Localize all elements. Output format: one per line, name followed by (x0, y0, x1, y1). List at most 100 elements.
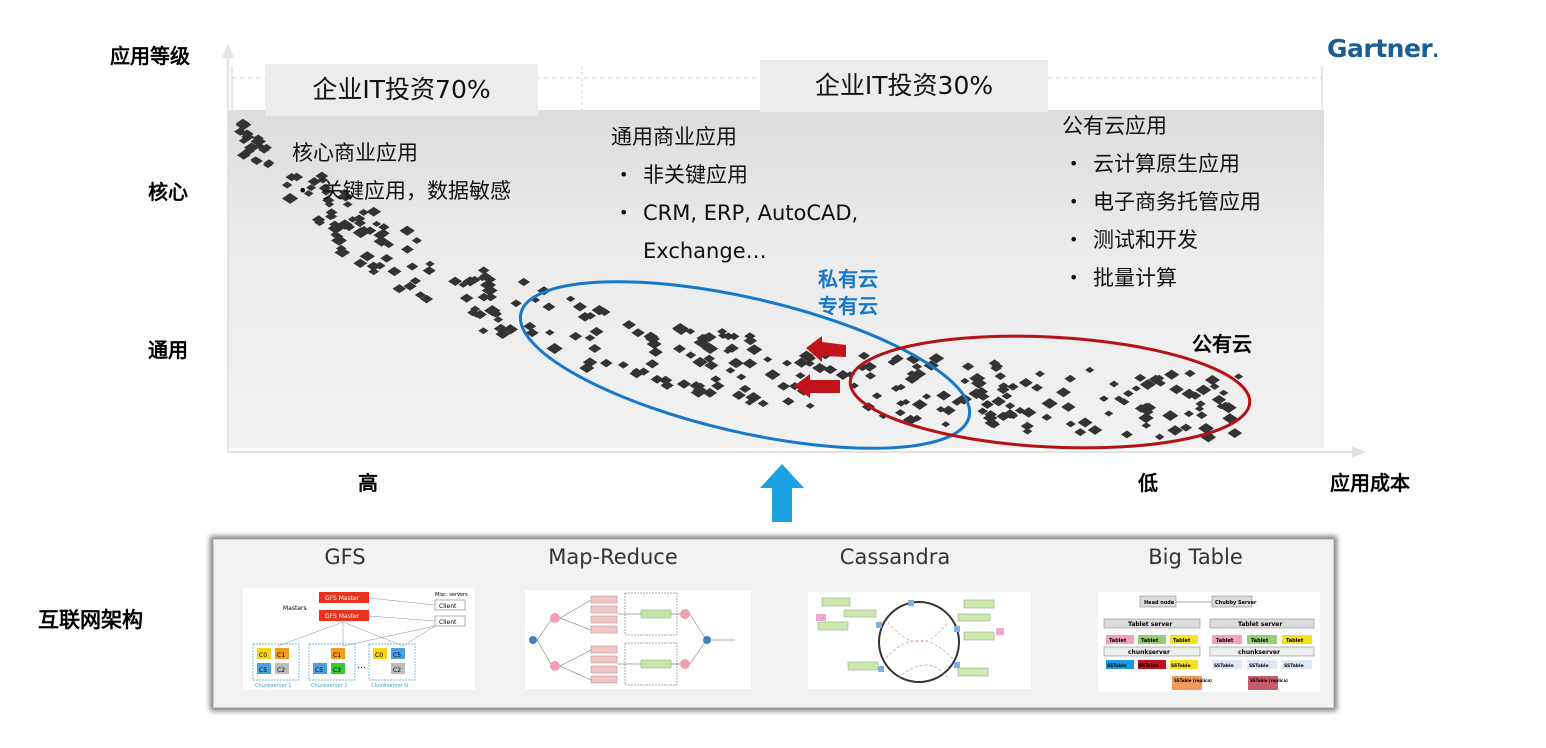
scatter-dot (479, 279, 497, 291)
scatter-dot (676, 379, 692, 389)
scatter-dot (703, 354, 716, 363)
arch-title-bigtable: Big Table (1148, 545, 1243, 569)
scatter-dot (1169, 384, 1184, 395)
scatter-dot (804, 360, 815, 367)
scatter-dot (1020, 421, 1034, 431)
bt-chunkserver-2: chunkserver (1238, 649, 1280, 656)
scatter-dot (730, 359, 744, 368)
scatter-dot (1167, 425, 1183, 436)
scatter-dot (692, 356, 708, 368)
scatter-dot (622, 320, 636, 330)
gfs-c0-a: C0 (259, 652, 267, 659)
scatter-dot (996, 385, 1010, 394)
gfs-client-2: Client (439, 619, 457, 626)
gfs-c5-b: C5 (315, 667, 323, 674)
scatter-dot (1220, 402, 1237, 414)
scatter-dot (262, 161, 273, 169)
scatter-dot (409, 277, 422, 285)
gfs-client-1: Client (439, 603, 457, 610)
scatter-dot (693, 338, 705, 347)
scatter-dot (387, 266, 402, 277)
bt-tablet-3: Tablet (1173, 638, 1191, 644)
public-cloud-label: 公有云 (1192, 332, 1252, 356)
scatter-dot (1074, 428, 1087, 437)
gfs-c5-c: C5 (393, 652, 401, 659)
scatter-dot (477, 266, 490, 275)
scatter-dot (425, 260, 435, 268)
scatter-dot (383, 240, 395, 249)
scatter-dot (483, 275, 497, 284)
scatter-dot (990, 364, 1002, 372)
bt-sstable-6: SSTable (1284, 663, 1304, 669)
scatter-dot (1007, 382, 1019, 391)
scatter-dot (795, 372, 806, 380)
gfs-chunkserver-2: Chunkserver 2 (311, 683, 348, 689)
scatter-dot (477, 292, 491, 302)
scatter-dot (890, 384, 902, 392)
y-axis-title: 应用等级 (110, 44, 190, 68)
scatter-dot (911, 399, 928, 410)
scatter-dot (812, 362, 828, 374)
gfs-diagram: Masters GFS Master GFS Master Misc. serv… (243, 588, 475, 690)
arch-title-gfs: GFS (324, 545, 366, 569)
gartner-logo-text: Gartner (1327, 34, 1433, 63)
public-cloud-ellipse (848, 334, 1252, 450)
x-label-low: 低 (1138, 471, 1158, 495)
scatter-dot (991, 396, 1006, 407)
scatter-dot (704, 360, 719, 371)
scatter-dot (673, 344, 687, 354)
gfs-master-2 (319, 610, 369, 621)
scatter-dot (736, 373, 747, 381)
scatter-dot (392, 284, 407, 294)
gfs-c2-c: C2 (393, 667, 401, 674)
scatter-dot (1195, 384, 1212, 396)
scatter-dot (1122, 389, 1134, 398)
scatter-dot (757, 399, 769, 408)
scatter-dot (1099, 395, 1109, 402)
scatter-dot (1041, 413, 1053, 421)
bt-sstable-2: SSTable (1139, 663, 1159, 669)
scatter-dot (243, 142, 260, 153)
scatter-dot (363, 226, 377, 235)
scatter-dot (260, 143, 272, 152)
public-bullet-1: 云计算原生应用 (1069, 145, 1240, 183)
scatter-dot (764, 369, 781, 380)
scatter-dot (871, 392, 883, 400)
scatter-dot (744, 399, 754, 406)
scatter-dot (356, 225, 372, 237)
scatter-dot (493, 316, 504, 323)
scatter-dot (1209, 383, 1220, 390)
scatter-dot (887, 358, 899, 366)
scatter-dot (236, 150, 251, 160)
scatter-dot (1155, 379, 1166, 387)
x-axis-title: 应用成本 (1330, 471, 1410, 495)
scatter-dot (711, 381, 725, 391)
scatter-dot (645, 359, 660, 369)
gfs-master-1-label: GFS Master (325, 595, 360, 602)
scatter-dot (738, 384, 752, 393)
scatter-dot (849, 382, 859, 389)
bt-chunkserver-1: chunkserver (1128, 649, 1170, 656)
scatter-dot (763, 356, 773, 363)
scatter-dot (481, 285, 498, 296)
scatter-dot (743, 336, 758, 346)
scatter-dot (1227, 428, 1243, 438)
scatter-dot (1195, 411, 1208, 420)
gfs-master-2-label: GFS Master (325, 613, 360, 620)
scatter-dot (1195, 400, 1206, 408)
scatter-dot (777, 381, 791, 391)
gartner-logo: Gartner. (1327, 34, 1439, 63)
scatter-dot (414, 291, 426, 299)
bt-sstable-3: SSTable (1171, 663, 1191, 669)
scatter-dot (353, 218, 367, 228)
internet-architecture-label: 互联网架构 (38, 608, 143, 632)
gfs-diagram-svg: Masters GFS Master GFS Master Misc. serv… (252, 592, 468, 689)
scatter-dot (448, 276, 463, 287)
scatter-dot (658, 375, 673, 385)
scatter-dot (510, 299, 522, 308)
scatter-dot (698, 334, 713, 344)
scatter-dot (617, 361, 629, 369)
scatter-dot (894, 409, 906, 417)
public-bullet-2: 电子商务托管应用 (1069, 183, 1261, 221)
scatter-dot (378, 223, 390, 231)
